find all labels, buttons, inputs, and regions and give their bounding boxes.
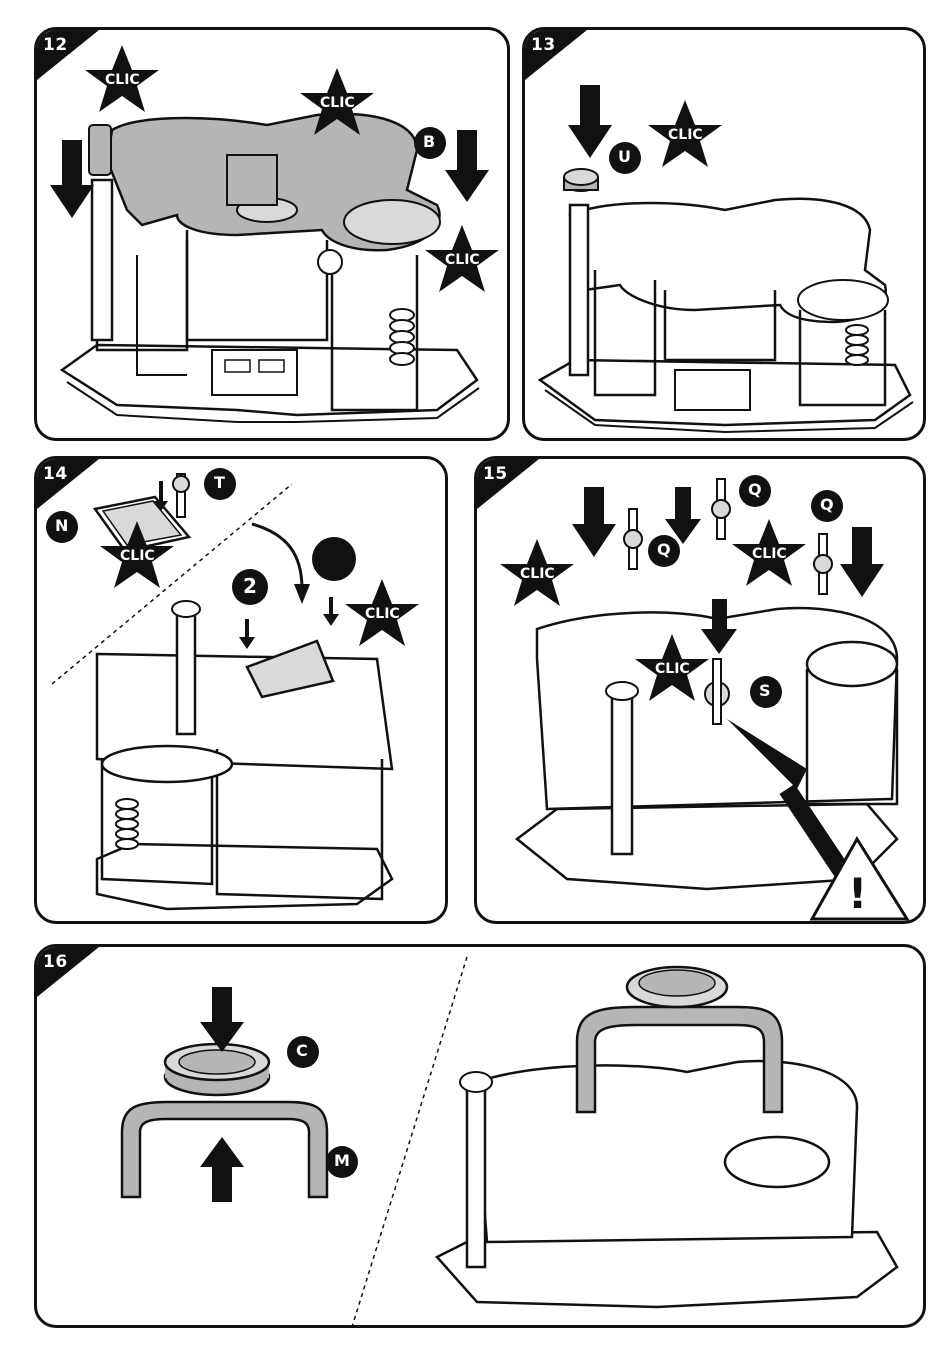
step-15-panel: 15 CLIC CLI [474, 456, 926, 924]
clic-text: CLIC [105, 72, 140, 88]
clic-text: CLIC [120, 548, 155, 564]
part-label-u-text: U [618, 147, 631, 166]
clic-text: CLIC [520, 566, 555, 582]
step-12-illustration [37, 30, 510, 441]
part-label-t-text: T [214, 473, 225, 492]
step-15-illustration [477, 459, 926, 924]
part-label-c-text: C [296, 1041, 308, 1060]
warning-mark: ! [848, 869, 867, 918]
part-label-m-text: M [334, 1151, 350, 1170]
clic-text: CLIC [320, 95, 355, 111]
part-label-q-text: Q [748, 480, 762, 499]
clic-text: CLIC [365, 606, 400, 622]
step-13-illustration [525, 30, 926, 441]
part-label-n-text: N [55, 516, 68, 535]
step-14-illustration [37, 459, 448, 924]
step-12-panel: 12 [34, 27, 510, 441]
clic-text: CLIC [752, 546, 787, 562]
step-14-panel: 14 CLIC [34, 456, 448, 924]
clic-text: CLIC [668, 127, 703, 143]
substep-badge-1 [312, 537, 356, 581]
part-label-q-text: Q [657, 540, 671, 559]
step-13-panel: 13 CLIC U [522, 27, 926, 441]
step-16-panel: 16 C M [34, 944, 926, 1328]
substep-number: 2 [243, 574, 257, 598]
part-label-q-text: Q [820, 495, 834, 514]
part-label-b-text: B [423, 132, 435, 151]
clic-text: CLIC [655, 661, 690, 677]
step-16-illustration [37, 947, 926, 1328]
clic-text: CLIC [445, 252, 480, 268]
part-label-s-text: S [759, 681, 771, 700]
